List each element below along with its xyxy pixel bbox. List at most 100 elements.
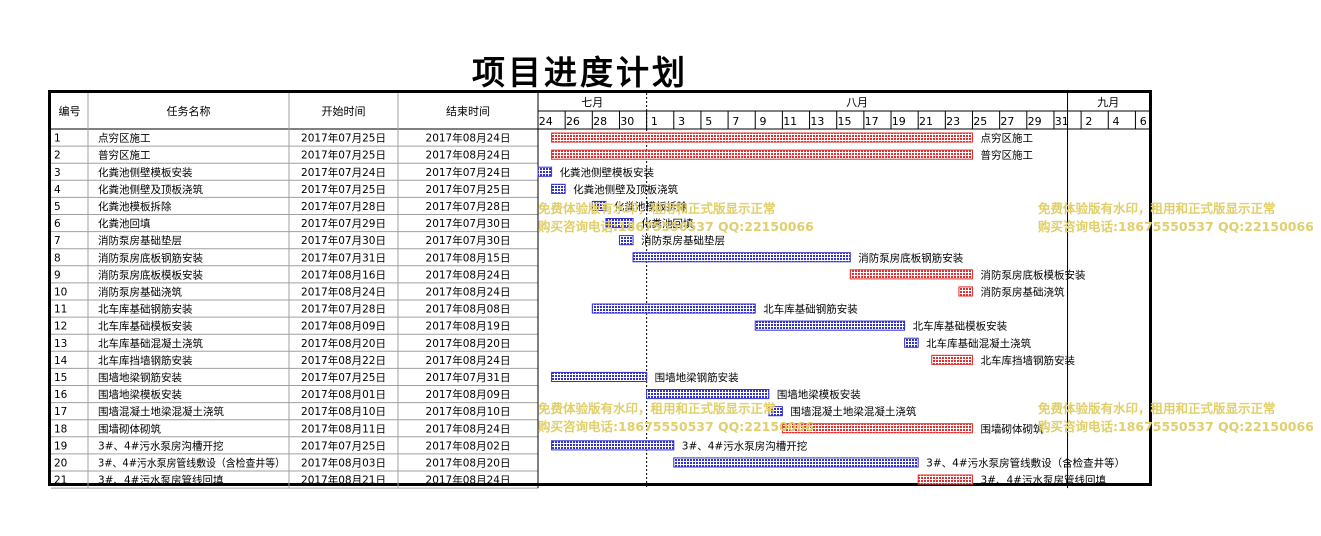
day-tick-label: 30 bbox=[620, 115, 634, 128]
gantt-bar[interactable] bbox=[551, 183, 566, 194]
gantt-bar[interactable] bbox=[917, 474, 973, 485]
task-start-date: 2017年07月28日 bbox=[301, 200, 386, 213]
task-id: 15 bbox=[54, 372, 67, 384]
task-name: 普穷区施工 bbox=[98, 149, 151, 162]
task-start-date: 2017年08月16日 bbox=[301, 268, 386, 281]
gantt-bar-label: 3#、4#污水泵房管线回填 bbox=[980, 474, 1106, 487]
gantt-bar-label: 北车库挡墙钢筋安装 bbox=[980, 354, 1075, 367]
task-name: 3#、4#污水泵房沟槽开挖 bbox=[98, 439, 223, 452]
task-name: 围墙地梁钢筋安装 bbox=[98, 371, 182, 384]
gantt-bar[interactable] bbox=[849, 269, 973, 280]
gantt-bar[interactable] bbox=[646, 389, 770, 400]
day-tick-label: 29 bbox=[1028, 115, 1042, 128]
task-name: 消防泵房底板模板安装 bbox=[98, 268, 203, 281]
watermark-line2: 购买咨询电话:18675550537 QQ:22150066 bbox=[538, 419, 814, 434]
day-tick-label: 24 bbox=[539, 115, 553, 128]
gantt-bar[interactable] bbox=[551, 371, 648, 382]
day-tick-label: 9 bbox=[760, 115, 767, 128]
watermark-line1: 免费体验版有水印，租用和正式版显示正常 bbox=[538, 201, 776, 216]
task-id: 18 bbox=[54, 423, 67, 435]
gantt-bar[interactable] bbox=[904, 337, 919, 348]
task-id: 2 bbox=[54, 150, 61, 162]
task-id: 12 bbox=[54, 321, 67, 333]
task-start-date: 2017年08月09日 bbox=[301, 320, 386, 333]
gantt-frame bbox=[48, 90, 1152, 486]
gantt-bar-label: 围墙混凝土地梁混凝土浇筑 bbox=[790, 405, 916, 418]
task-end-date: 2017年08月20日 bbox=[426, 456, 511, 469]
task-id: 8 bbox=[54, 252, 61, 264]
watermark-line1: 免费体验版有水印，租用和正式版显示正常 bbox=[1038, 201, 1276, 216]
task-end-date: 2017年07月24日 bbox=[426, 166, 511, 179]
task-start-date: 2017年07月25日 bbox=[301, 132, 386, 145]
watermark-line2: 购买咨询电话:18675550537 QQ:22150066 bbox=[1038, 219, 1314, 234]
gantt-bar-label: 化粪池侧壁及顶板浇筑 bbox=[573, 183, 678, 196]
header-id: 编号 bbox=[59, 104, 81, 118]
month-label: 九月 bbox=[1097, 96, 1119, 109]
day-tick-label: 27 bbox=[1000, 115, 1014, 128]
task-start-date: 2017年08月20日 bbox=[301, 337, 386, 350]
gantt-bar-label: 围墙地梁模板安装 bbox=[777, 388, 861, 401]
task-name: 围墙砌体砌筑 bbox=[98, 422, 161, 435]
task-start-date: 2017年07月30日 bbox=[301, 234, 386, 247]
task-name: 消防泵房基础浇筑 bbox=[98, 285, 182, 298]
gantt-bar[interactable] bbox=[781, 423, 973, 434]
gantt-bar[interactable] bbox=[551, 132, 973, 143]
task-id: 1 bbox=[54, 133, 61, 145]
task-name: 北车库基础混凝土浇筑 bbox=[98, 337, 203, 350]
gantt-bar[interactable] bbox=[754, 320, 906, 331]
day-tick-label: 23 bbox=[946, 115, 960, 128]
task-start-date: 2017年07月25日 bbox=[301, 149, 386, 162]
day-tick-label: 21 bbox=[919, 115, 933, 128]
gantt-bar[interactable] bbox=[931, 354, 973, 365]
header-name: 任务名称 bbox=[167, 104, 211, 118]
page-title: 项目进度计划 bbox=[472, 53, 688, 92]
gantt-bar[interactable] bbox=[551, 149, 973, 160]
gantt-bar[interactable] bbox=[605, 218, 634, 229]
task-id: 11 bbox=[54, 304, 67, 316]
watermark-line2: 购买咨询电话:18675550537 QQ:22150066 bbox=[1038, 419, 1314, 434]
task-start-date: 2017年08月01日 bbox=[301, 388, 386, 401]
gantt-bar-label: 消防泵房底板钢筋安装 bbox=[858, 251, 963, 264]
gantt-bar[interactable] bbox=[673, 457, 919, 468]
task-start-date: 2017年07月28日 bbox=[301, 303, 386, 316]
task-end-date: 2017年08月10日 bbox=[426, 405, 511, 418]
task-end-date: 2017年08月09日 bbox=[426, 388, 511, 401]
task-end-date: 2017年07月31日 bbox=[426, 371, 511, 384]
task-id: 16 bbox=[54, 389, 68, 401]
task-id: 10 bbox=[54, 286, 67, 298]
day-tick-label: 13 bbox=[810, 115, 824, 128]
task-end-date: 2017年08月24日 bbox=[426, 285, 511, 298]
gantt-bar[interactable] bbox=[551, 440, 675, 451]
gantt-bar[interactable] bbox=[768, 406, 783, 417]
gantt-bar[interactable] bbox=[591, 303, 756, 314]
gantt-bar[interactable] bbox=[618, 235, 634, 246]
month-label: 七月 bbox=[581, 96, 603, 109]
watermark-line1: 免费体验版有水印，租用和正式版显示正常 bbox=[1038, 401, 1276, 416]
task-id: 6 bbox=[54, 218, 61, 230]
gantt-bar[interactable] bbox=[537, 166, 553, 177]
task-name: 化粪池模板拆除 bbox=[98, 200, 172, 213]
task-end-date: 2017年07月25日 bbox=[426, 183, 511, 196]
gantt-bar-label: 围墙地梁钢筋安装 bbox=[655, 371, 739, 384]
task-name: 点穷区施工 bbox=[98, 132, 151, 145]
watermark-line2: 购买咨询电话:18675550537 QQ:22150066 bbox=[538, 219, 814, 234]
gantt-bar[interactable] bbox=[958, 286, 973, 297]
gantt-bar-label: 普穷区施工 bbox=[980, 149, 1033, 162]
task-end-date: 2017年08月24日 bbox=[426, 268, 511, 281]
task-id: 19 bbox=[54, 440, 67, 452]
gantt-bar[interactable] bbox=[632, 252, 851, 263]
day-tick-label: 6 bbox=[1140, 115, 1147, 128]
task-start-date: 2017年08月11日 bbox=[301, 422, 386, 435]
day-tick-label: 11 bbox=[783, 115, 797, 128]
task-id: 13 bbox=[54, 338, 67, 350]
task-name: 3#、4#污水泵房管线回填 bbox=[98, 474, 224, 487]
task-end-date: 2017年08月24日 bbox=[426, 132, 511, 145]
gantt-bar[interactable] bbox=[591, 200, 607, 211]
day-tick-label: 2 bbox=[1085, 115, 1092, 128]
task-start-date: 2017年08月21日 bbox=[301, 474, 386, 487]
task-end-date: 2017年08月15日 bbox=[426, 251, 511, 264]
day-tick-label: 4 bbox=[1113, 115, 1120, 128]
gantt-bar-label: 化粪池模板拆除 bbox=[614, 200, 688, 213]
task-name: 化粪池侧壁模板安装 bbox=[98, 166, 193, 179]
day-tick-label: 1 bbox=[651, 115, 658, 128]
